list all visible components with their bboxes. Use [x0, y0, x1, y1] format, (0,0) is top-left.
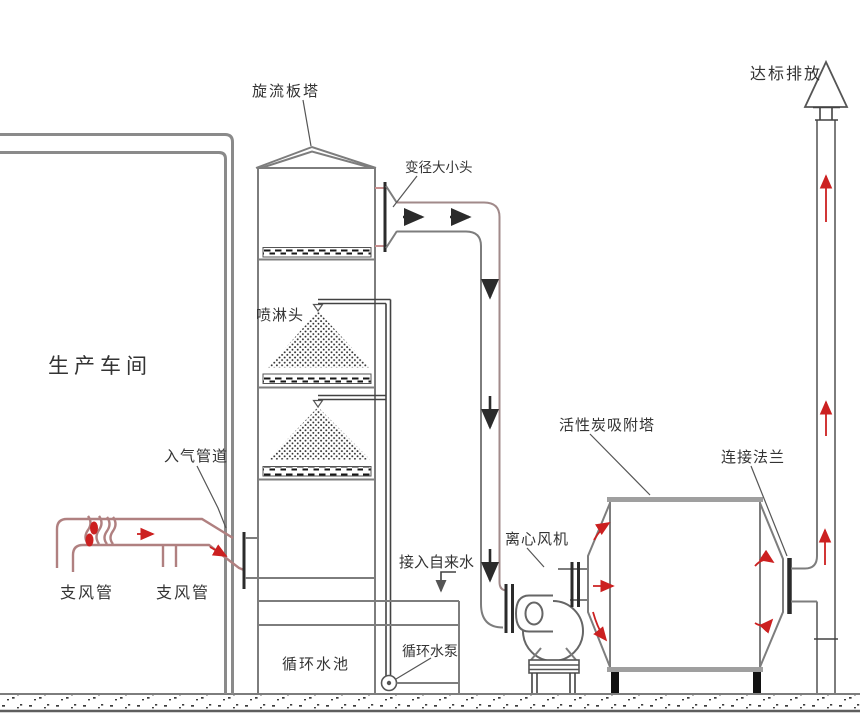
spray-nozzle-lower [312, 399, 324, 409]
tap-water-label: 接入自来水 [399, 554, 474, 571]
fan-base-block [528, 659, 580, 674]
outlet-duct: 变径大小头 [385, 160, 508, 629]
cyclone-tower-label: 旋流板塔 [252, 82, 320, 100]
production-workshop: 生产车间 [0, 133, 234, 694]
carbon-tower-label: 活性炭吸附塔 [559, 417, 655, 434]
cap-collar-sides [819, 108, 833, 120]
carbon-flow-arrow-down-left [592, 611, 608, 642]
damper-red-disc-top [90, 521, 98, 535]
stack-left-and-pipe-top [791, 120, 818, 570]
centrifugal-fan: 离心风机 [504, 531, 588, 693]
air-inlet-pipe-leader [196, 465, 227, 529]
inlet-duct: 支风管 支风管 入气管道 [55, 448, 258, 602]
carbon-leg-left [611, 672, 619, 693]
inlet-duct-top-line [67, 517, 234, 540]
carbon-flow-arrow-right-bottom [754, 618, 774, 634]
pump-label: 循环水泵 [402, 643, 458, 659]
carbon-flow-arrow-up-left [593, 522, 611, 541]
break-line-2 [109, 516, 117, 545]
flange-label: 连接法兰 [721, 449, 785, 466]
spray-cone-lower [268, 407, 370, 460]
swirl-plate-tray-2 [262, 373, 372, 384]
pump-leader [395, 657, 432, 680]
ground [0, 693, 860, 713]
tower-roof-outer [255, 145, 377, 169]
reducer-bottom-slant [385, 230, 398, 249]
tap-water-leader [435, 571, 456, 593]
reducer-leader [392, 175, 418, 208]
workshop-label: 生产车间 [48, 355, 152, 378]
ground-texture [0, 695, 860, 710]
flange-leader [750, 465, 788, 557]
pipe-bottom-and-stack-left-lower [791, 600, 818, 694]
break-line-1 [103, 516, 111, 545]
branch-duct-left-label: 支风管 [60, 584, 114, 602]
carbon-left-cone [587, 502, 611, 668]
fan-shaft-eye [524, 601, 544, 626]
discharge-label: 达标排放 [750, 65, 822, 83]
exhaust-stack: 达标排放 [750, 59, 849, 694]
fan-pedestal-slants [530, 647, 577, 661]
workshop-inner-wall [0, 151, 227, 694]
reducer-label: 变径大小头 [405, 160, 473, 175]
branch-duct-right-label: 支风管 [156, 584, 210, 602]
circulating-water-tank: 循环水池 接入自来水 [258, 554, 474, 694]
carbon-right-cone [759, 502, 784, 668]
carbon-tower-leader [589, 433, 651, 496]
swirl-plate-tray-1 [262, 247, 372, 258]
workshop-outer-wall [0, 133, 234, 694]
air-inlet-pipe-label: 入气管道 [164, 448, 228, 465]
carbon-body-fill [610, 497, 760, 672]
inlet-duct-left-drop-2 [71, 543, 84, 572]
spray-head-label: 喷淋头 [256, 307, 304, 324]
fan-base-legs [531, 673, 576, 693]
cyclone-plate-tower: 旋流板塔 喷淋头 [245, 82, 392, 694]
swirl-plate-tray-3 [262, 466, 372, 477]
duct-inner-line [397, 230, 504, 629]
reducer-top-slant [385, 185, 398, 204]
tower-roof-inner [260, 150, 373, 169]
fan-leader [526, 547, 545, 568]
carbon-leg-right [753, 672, 761, 693]
inlet-duct-left-drop-1 [55, 517, 68, 568]
water-pump: 循环水泵 [380, 643, 459, 692]
spray-cone-upper [268, 311, 370, 368]
inlet-flow-arrow-2 [209, 544, 228, 557]
damper-red-disc-bottom [85, 533, 94, 547]
fan-label: 离心风机 [505, 531, 569, 548]
pump-hub [386, 680, 392, 686]
cyclone-tower-leader [302, 99, 312, 147]
duct-outer-line [397, 201, 508, 592]
activated-carbon-tower: 活性炭吸附塔 连接法兰 [559, 417, 792, 693]
tank-label: 循环水池 [282, 656, 350, 673]
carbon-flow-arrow-right-top [754, 549, 775, 567]
spray-nozzle-upper [312, 303, 324, 313]
flex-joint-line-2 [95, 515, 103, 545]
inlet-flow-arrows [137, 527, 228, 557]
